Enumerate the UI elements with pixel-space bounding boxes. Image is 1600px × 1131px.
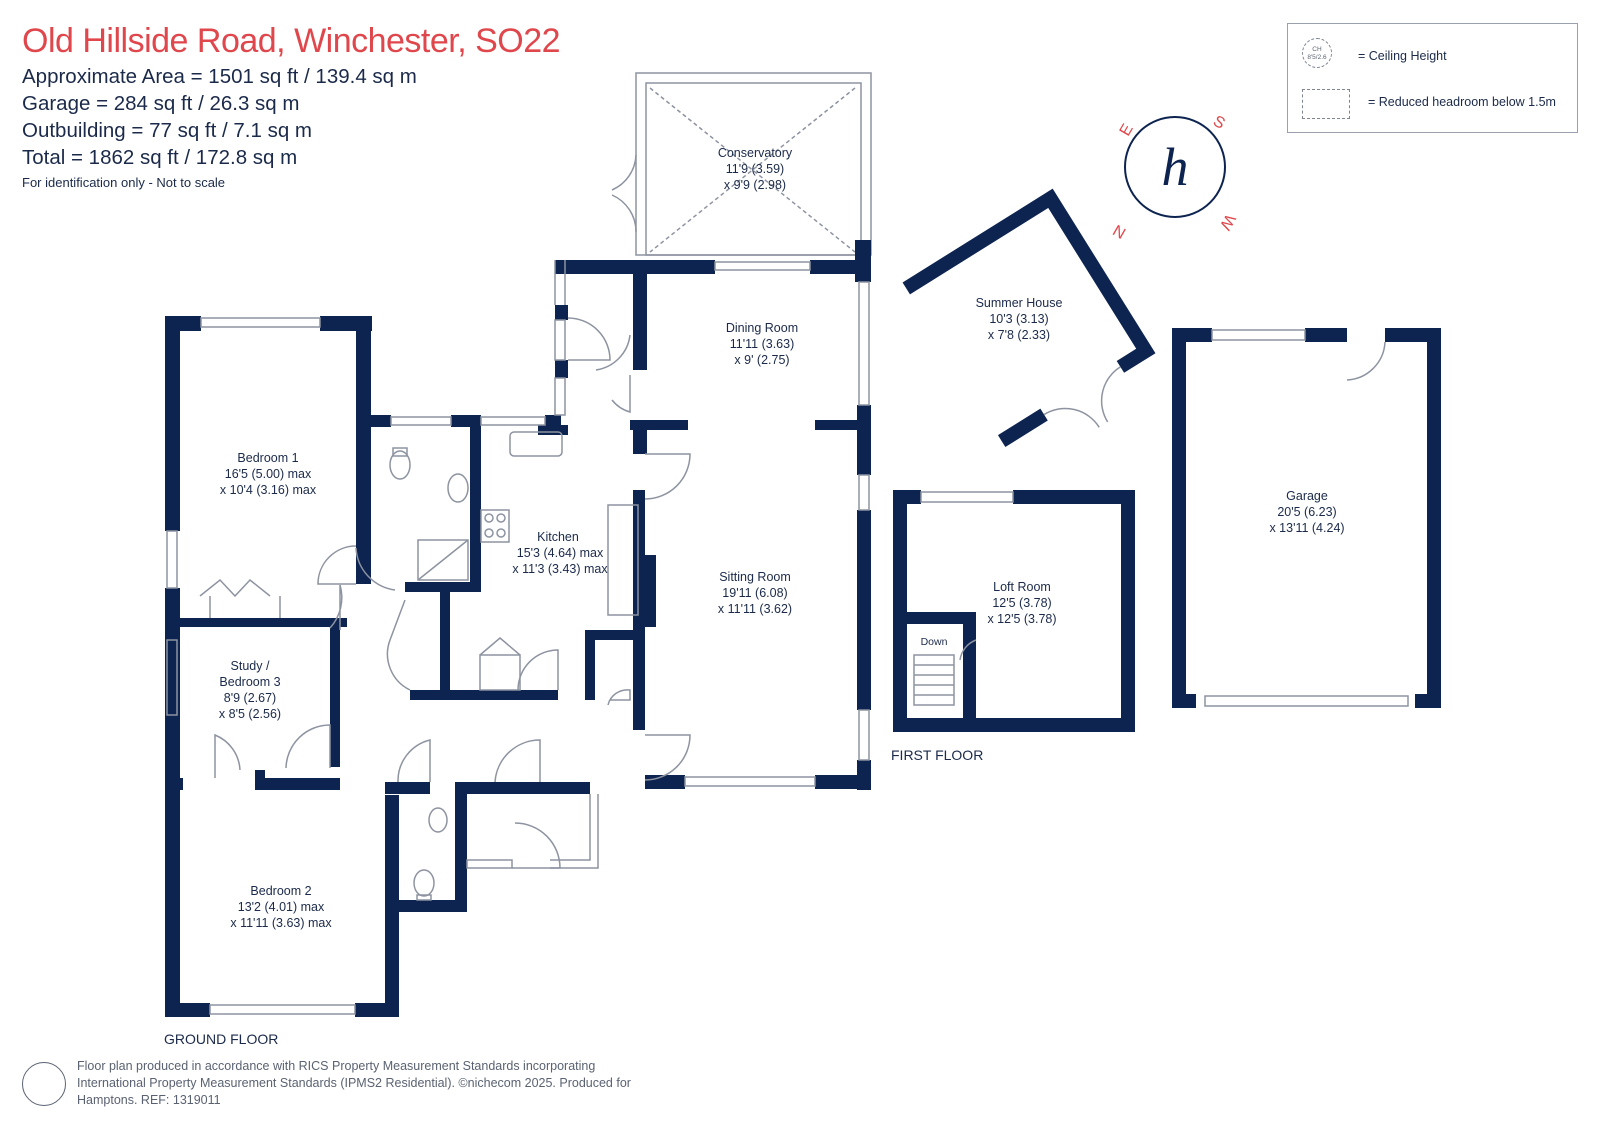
garage-label-name: Garage <box>1286 489 1328 503</box>
disclaimer: For identification only - Not to scale <box>22 175 226 190</box>
loft-label-dim2: x 12'5 (3.78) <box>987 612 1056 626</box>
compass-w: W <box>1216 211 1239 233</box>
ceiling-height-icon: CH 8'5/2.6 <box>1302 38 1332 68</box>
summer-label-name: Summer House <box>976 296 1063 310</box>
sitting-label-name: Sitting Room <box>719 570 791 584</box>
compass-logo: h <box>1162 137 1189 197</box>
conservatory-label-dim2: x 9'9 (2.98) <box>724 178 786 192</box>
ground-floor-labels: Conservatory 11'9 (3.59) x 9'9 (2.98) Di… <box>219 146 798 930</box>
approximate-area: Approximate Area = 1501 sq ft / 139.4 sq… <box>22 65 417 88</box>
garage-area: Garage = 284 sq ft / 26.3 sq m <box>22 92 300 115</box>
sitting-label-dim2: x 11'11 (3.62) <box>718 602 792 616</box>
legend-box: CH 8'5/2.6 = Ceiling Height = Reduced he… <box>1287 23 1578 133</box>
reduced-headroom-icon <box>1302 89 1350 119</box>
sitting-label-dim1: 19'11 (6.08) <box>722 586 787 600</box>
dining-label-name: Dining Room <box>726 321 798 335</box>
garage-plan: Garage 20'5 (6.23) x 13'11 (4.24) <box>1172 328 1441 708</box>
study-label-name: Study / <box>231 659 270 673</box>
study-label-dim1: 8'9 (2.67) <box>224 691 276 705</box>
footer-line-2: International Property Measurement Stand… <box>77 1076 631 1090</box>
compass: h E S W N <box>1110 113 1238 242</box>
summer-label-dim1: 10'3 (3.13) <box>989 312 1048 326</box>
bedroom2-label-dim1: 13'2 (4.01) max <box>238 900 325 914</box>
walls <box>165 240 871 1017</box>
dining-label-dim1: 11'11 (3.63) <box>730 337 794 351</box>
summer-label-dim2: x 7'8 (2.33) <box>988 328 1050 342</box>
garage-label-dim1: 20'5 (6.23) <box>1277 505 1336 519</box>
first-floor-plan: Down Loft Room 12'5 (3.78) x 12'5 (3.78)… <box>891 490 1135 763</box>
bedroom1-label-name: Bedroom 1 <box>237 451 298 465</box>
garage-label-dim2: x 13'11 (4.24) <box>1269 521 1344 535</box>
reduced-headroom-label: = Reduced headroom below 1.5m <box>1368 95 1556 109</box>
kitchen-label-dim2: x 11'3 (3.43) max <box>512 562 608 576</box>
compass-e: E <box>1117 121 1137 139</box>
compass-s: S <box>1210 113 1228 133</box>
ground-floor-plan: Conservatory 11'9 (3.59) x 9'9 (2.98) Di… <box>164 72 872 1047</box>
kitchen-label-dim1: 15'3 (4.64) max <box>517 546 604 560</box>
footer-line-3: Hamptons. REF: 1319011 <box>77 1093 221 1107</box>
property-title: Old Hillside Road, Winchester, SO22 <box>22 22 561 60</box>
conservatory-label-dim1: 11'9 (3.59) <box>726 162 784 176</box>
person-icon <box>22 1062 66 1106</box>
footer-line-1: Floor plan produced in accordance with R… <box>77 1059 596 1073</box>
bedroom1-label-dim1: 16'5 (5.00) max <box>225 467 312 481</box>
header: Old Hillside Road, Winchester, SO22 Appr… <box>22 22 561 190</box>
conservatory-label-name: Conservatory <box>718 146 793 160</box>
study-label-name2: Bedroom 3 <box>219 675 280 689</box>
bedroom2-label-name: Bedroom 2 <box>250 884 311 898</box>
footer-note: Floor plan produced in accordance with R… <box>77 1058 697 1109</box>
summer-house-plan: Summer House 10'3 (3.13) x 7'8 (2.33) <box>902 188 1156 447</box>
loft-label-dim1: 12'5 (3.78) <box>992 596 1051 610</box>
first-floor-label: FIRST FLOOR <box>891 747 983 763</box>
ground-floor-label: GROUND FLOOR <box>164 1031 278 1047</box>
dining-label-dim2: x 9' (2.75) <box>734 353 789 367</box>
compass-n: N <box>1110 221 1129 242</box>
study-label-dim2: x 8'5 (2.56) <box>219 707 281 721</box>
bedroom2-label-dim2: x 11'11 (3.63) max <box>230 916 332 930</box>
windows <box>166 260 870 1015</box>
loft-label-name: Loft Room <box>993 580 1051 594</box>
conservatory-structure <box>611 72 872 256</box>
bedroom1-label-dim2: x 10'4 (3.16) max <box>220 483 317 497</box>
door-swings <box>199 317 691 901</box>
total-area: Total = 1862 sq ft / 172.8 sq m <box>22 146 298 169</box>
kitchen-label-name: Kitchen <box>537 530 579 544</box>
outbuilding-area: Outbuilding = 77 sq ft / 7.1 sq m <box>22 119 313 142</box>
ceiling-height-label: = Ceiling Height <box>1358 49 1447 63</box>
stairs-label: Down <box>921 636 948 648</box>
